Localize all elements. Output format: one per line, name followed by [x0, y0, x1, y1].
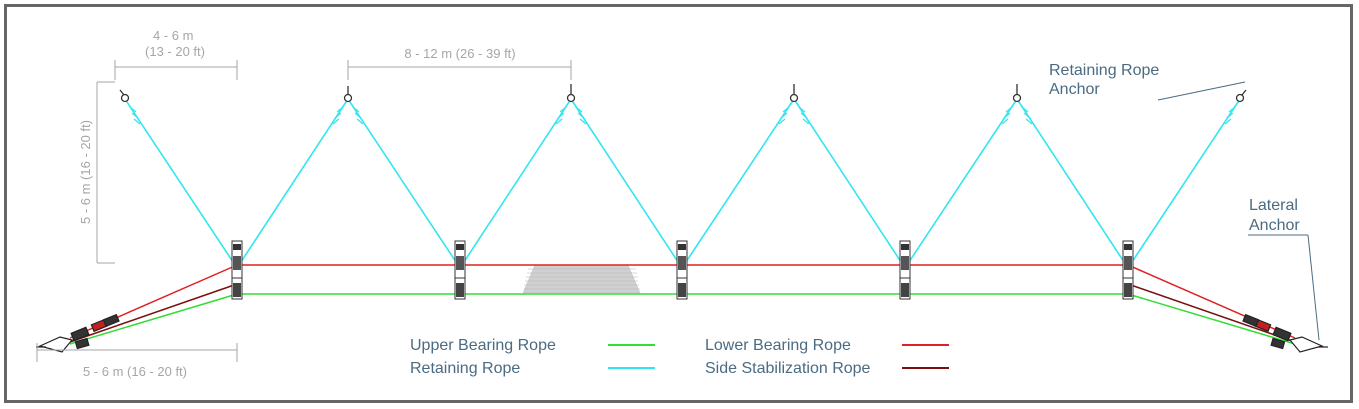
- barrier-post: [899, 240, 911, 300]
- anchor-2: [343, 86, 353, 103]
- legend-label-upper-bearing: Upper Bearing Rope: [410, 337, 556, 354]
- lateral-anchor-right: [1242, 313, 1328, 353]
- legend-label-retaining: Retaining Rope: [410, 360, 520, 377]
- barrier-post: [454, 240, 466, 300]
- diagram-frame: [4, 4, 1353, 403]
- side-stabilization-rope: [69, 283, 1296, 343]
- dimension-lines: [36, 60, 572, 362]
- svg-text:Lateral Anchor: Lateral Anchor: [1249, 197, 1302, 234]
- barrier-post: [676, 240, 688, 300]
- legend-label-lower-bearing: Lower Bearing Rope: [705, 337, 851, 354]
- end-span-imperial: (13 - 20 ft): [145, 44, 205, 59]
- lateral-anchor-label-1: Lateral: [1249, 197, 1298, 214]
- retaining-tensioners: [129, 106, 1236, 125]
- lateral-anchor-callout: Lateral Anchor: [1248, 197, 1320, 341]
- net-pattern: [524, 268, 640, 290]
- retaining-anchor-callout: Retaining Rope Anchor: [1049, 62, 1246, 101]
- retaining-rope-anchors: [119, 84, 1247, 103]
- upper-bearing-rope: [69, 293, 1296, 345]
- height-dimension: 5 - 6 m (16 - 20 ft): [78, 120, 93, 224]
- anchor-1: [119, 89, 130, 103]
- anchor-4: [789, 84, 799, 103]
- lateral-dimension: 5 - 6 m (16 - 20 ft): [83, 364, 187, 379]
- barrier-post: [1122, 240, 1134, 300]
- end-span-dimension: 4 - 6 m (13 - 20 ft): [145, 28, 205, 59]
- anchor-6: [1235, 89, 1247, 103]
- legend: Upper Bearing Rope Retaining Rope Lower …: [410, 337, 949, 377]
- barrier-post: [231, 240, 243, 300]
- legend-label-side-stabilization: Side Stabilization Rope: [705, 360, 871, 377]
- mid-span-dimension: 8 - 12 m (26 - 39 ft): [404, 46, 515, 61]
- retaining-anchor-label-1: Retaining Rope: [1049, 62, 1159, 79]
- svg-text:Retaining Rope Anchor: Retaining Rope Anchor: [1049, 62, 1164, 98]
- lateral-anchor-label-2: Anchor: [1249, 217, 1300, 234]
- end-span-metric: 4 - 6 m: [153, 28, 193, 43]
- retaining-anchor-label-2: Anchor: [1049, 81, 1100, 98]
- anchor-5: [1012, 84, 1022, 103]
- anchor-3: [566, 84, 576, 103]
- posts: [231, 240, 1134, 300]
